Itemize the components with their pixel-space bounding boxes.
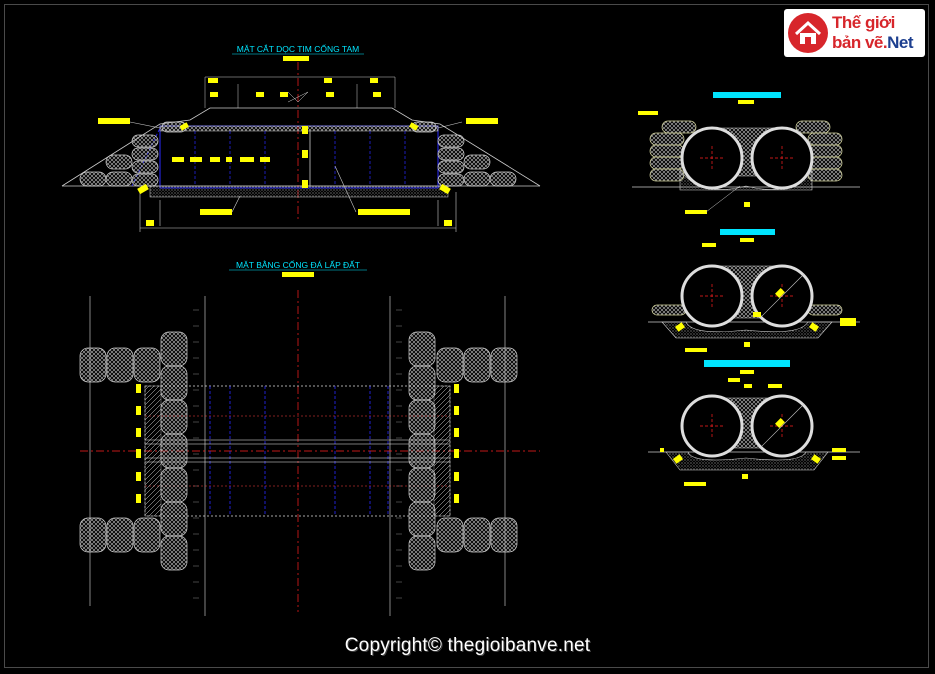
logo-line2-accent: Net — [887, 33, 913, 52]
cross-section-1 — [632, 92, 860, 214]
section-1-title-bar — [713, 92, 781, 98]
logo-line1: Thế giới — [832, 13, 895, 32]
section-1-riprap — [649, 120, 843, 182]
long-section-view: MẶT CẮT DỌC TIM CỐNG TAM — [61, 43, 541, 232]
logo-line2-main: bản vẽ. — [832, 33, 888, 52]
site-logo[interactable]: Thế giới bản vẽ.Net — [784, 9, 925, 57]
long-section-title: MẶT CẮT DỌC TIM CỐNG TAM — [237, 43, 359, 54]
plan-title: MẶT BẰNG CỐNG ĐÁ LẤP ĐẤT — [236, 259, 360, 270]
long-section-labels — [98, 78, 498, 226]
section-3-title-bar — [704, 360, 790, 367]
plan-riprap-left — [79, 331, 188, 571]
foundation-gravel — [149, 185, 449, 198]
copyright-watermark: Copyright© thegioibanve.net — [344, 635, 591, 656]
slope-ticks — [193, 309, 402, 599]
plan-labels — [136, 384, 459, 503]
riprap-right — [411, 121, 517, 187]
section-2-title-bar — [720, 229, 775, 235]
logo-line2: bản vẽ.Net — [832, 33, 913, 53]
riprap-left — [79, 121, 187, 187]
cross-section-2 — [648, 229, 860, 352]
cross-section-3 — [648, 360, 860, 486]
plan-title-tag — [282, 272, 314, 277]
plan-view: MẶT BẰNG CỐNG ĐÁ LẤP ĐẤT — [79, 259, 540, 616]
plan-riprap-right — [408, 331, 518, 571]
title-tag — [283, 56, 309, 61]
house-logo-icon — [788, 13, 828, 53]
